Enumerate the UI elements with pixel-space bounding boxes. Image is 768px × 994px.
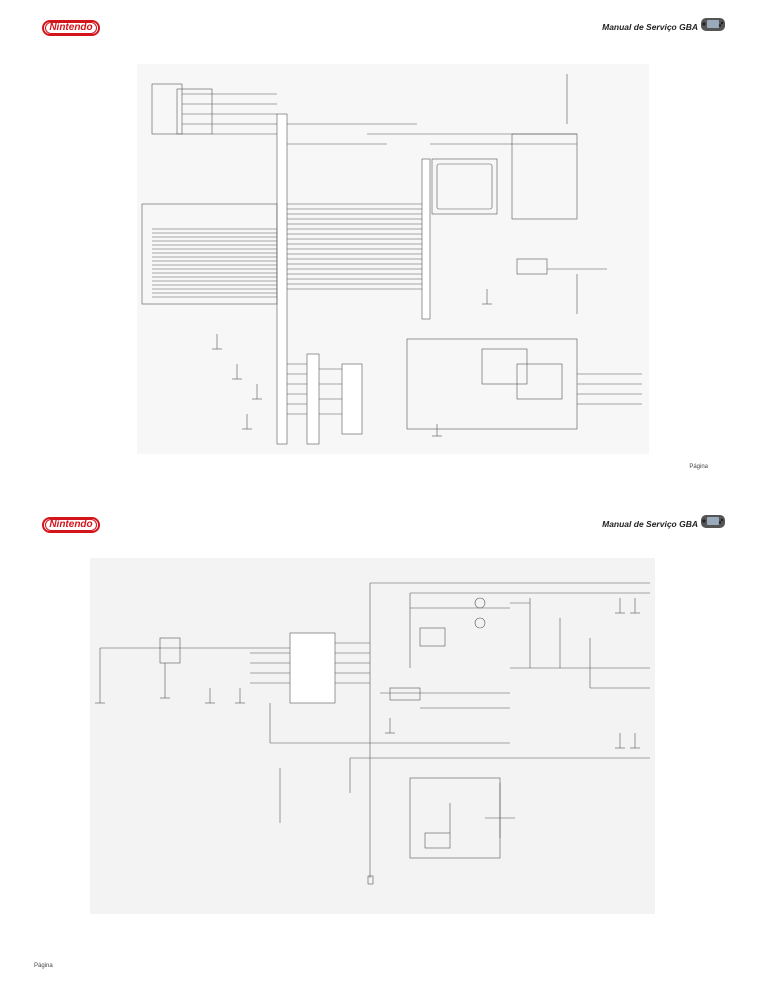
page-header-title: Manual de Serviço GBA bbox=[602, 519, 698, 529]
page-footer: Página bbox=[34, 963, 53, 969]
gba-console-icon bbox=[701, 515, 725, 528]
circuit-diagram bbox=[141, 74, 642, 445]
page-footer: Página bbox=[689, 464, 708, 470]
brand-text: Nintendo bbox=[45, 519, 97, 531]
nintendo-logo: Nintendo bbox=[42, 20, 100, 36]
manual-page-2: Nintendo Manual de Serviço GBA bbox=[0, 497, 768, 994]
schematic-main-board bbox=[137, 64, 649, 454]
page-header-title: Manual de Serviço GBA bbox=[602, 22, 698, 32]
nintendo-logo: Nintendo bbox=[42, 517, 100, 533]
gba-console-icon bbox=[701, 18, 725, 31]
circuit-diagram bbox=[95, 582, 650, 885]
manual-page-1: Nintendo Manual de Serviço GBA bbox=[42, 18, 725, 470]
brand-text: Nintendo bbox=[45, 22, 97, 34]
schematic-power-board bbox=[90, 558, 655, 914]
